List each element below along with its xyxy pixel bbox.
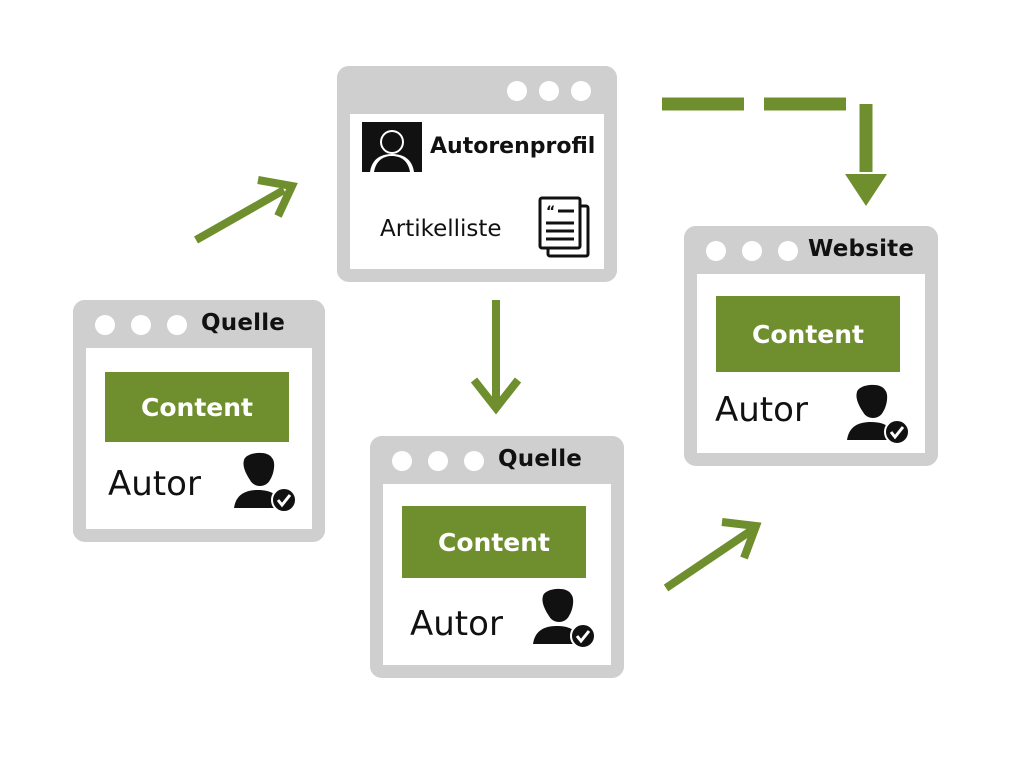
window-dot	[571, 81, 591, 101]
verified-author-icon	[533, 588, 596, 649]
window-title: Quelle	[498, 446, 583, 472]
window-dot	[539, 81, 559, 101]
content-block: Content	[716, 296, 900, 372]
profile-title: Autorenprofil	[430, 134, 596, 159]
author-profile-window: Autorenprofil Artikelliste “	[337, 66, 617, 282]
verified-author-icon	[234, 452, 297, 513]
content-block: Content	[402, 506, 586, 578]
arrow-head-source-to-website	[721, 518, 762, 560]
window-dot	[778, 241, 798, 261]
author-label: Autor	[108, 464, 201, 504]
source-window-middle: Quelle Content Autor	[370, 436, 624, 678]
title-bar	[337, 66, 617, 114]
window-dot	[428, 451, 448, 471]
window-title: Quelle	[201, 310, 286, 336]
website-window: Website Content Autor	[684, 226, 938, 466]
window-title: Website	[808, 236, 915, 262]
window-dot	[706, 241, 726, 261]
source-window-left: Quelle Content Autor	[73, 300, 325, 542]
title-bar: Quelle	[370, 436, 624, 484]
title-bar: Website	[684, 226, 938, 274]
window-dot	[95, 315, 115, 335]
title-bar: Quelle	[73, 300, 325, 348]
window-dot	[131, 315, 151, 335]
verified-author-icon	[847, 384, 910, 445]
article-document-icon: “	[538, 196, 590, 258]
svg-text:“: “	[546, 204, 555, 220]
author-label: Autor	[410, 604, 503, 644]
window-dot	[742, 241, 762, 261]
article-list-label: Artikelliste	[380, 216, 502, 242]
dashed-arrow-profile-to-website	[662, 97, 873, 172]
arrow-head-source-to-profile	[257, 176, 298, 218]
arrow-head-profile-to-source	[470, 377, 522, 415]
window-dot	[464, 451, 484, 471]
profile-silhouette-icon	[362, 122, 422, 172]
window-dot	[392, 451, 412, 471]
dashed-arrow-head	[845, 174, 887, 206]
window-dot	[167, 315, 187, 335]
arrow-source-to-profile	[194, 186, 286, 244]
content-block: Content	[105, 372, 289, 442]
author-label: Autor	[715, 390, 808, 430]
window-dot	[507, 81, 527, 101]
arrow-source-to-website	[663, 526, 755, 592]
